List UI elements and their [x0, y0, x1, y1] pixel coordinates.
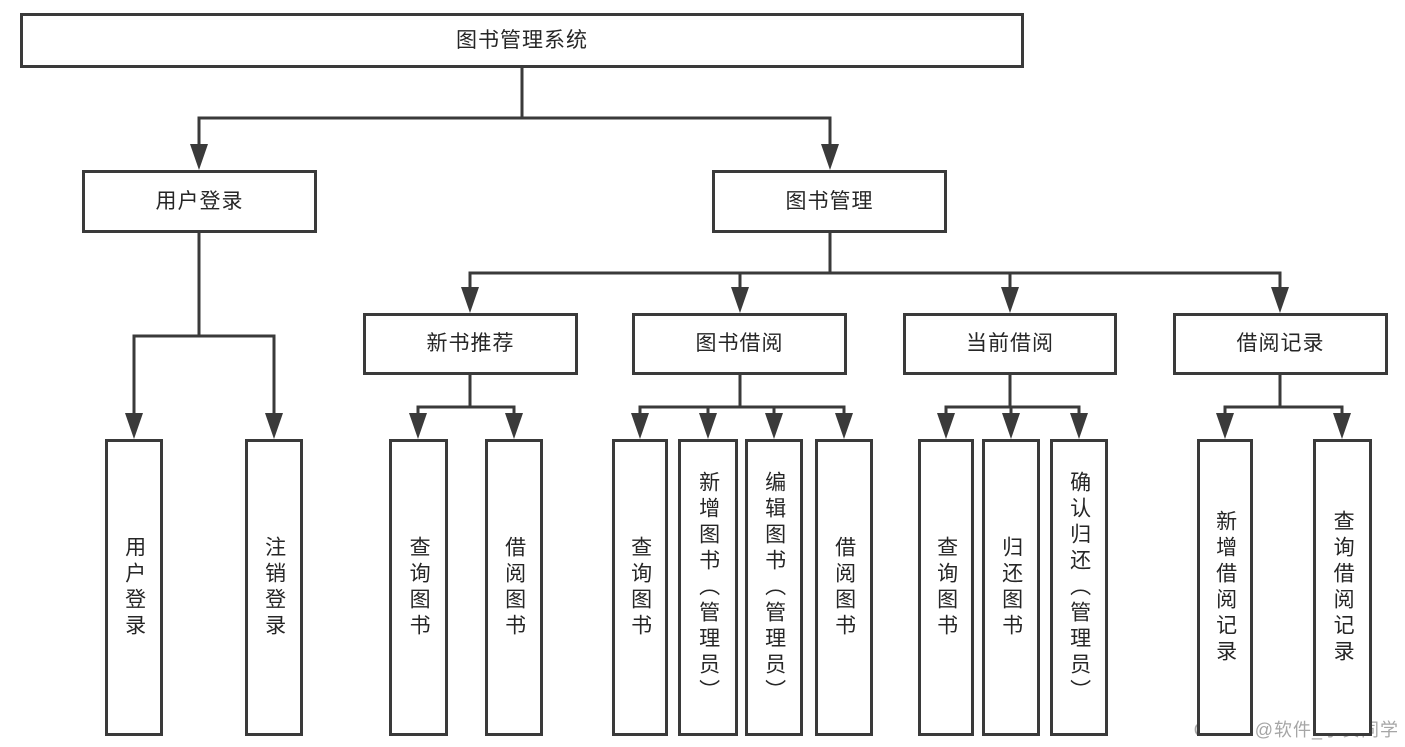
node-leaf-return-books: 归还图书 — [982, 439, 1040, 736]
node-label: 图书管理系统 — [456, 28, 588, 52]
arrowhead-icon — [190, 144, 208, 170]
connector-book-borrow — [631, 373, 853, 439]
node-label: 编辑图书（管理员） — [762, 470, 786, 705]
arrowhead-icon — [821, 144, 839, 170]
connector-borrow-records — [1216, 373, 1351, 439]
arrowhead-icon — [937, 413, 955, 439]
node-leaf-query-books-3: 查询图书 — [918, 439, 974, 736]
arrowhead-icon — [1216, 413, 1234, 439]
node-root: 图书管理系统 — [20, 13, 1024, 68]
arrowhead-icon — [125, 413, 143, 439]
arrowhead-icon — [1333, 413, 1351, 439]
node-label: 注销登录 — [262, 535, 286, 640]
node-label: 借阅图书 — [832, 535, 856, 640]
node-label: 当前借阅 — [966, 332, 1054, 356]
node-borrow-records: 借阅记录 — [1173, 313, 1388, 375]
arrowhead-icon — [1002, 413, 1020, 439]
node-label: 查询图书 — [628, 535, 652, 640]
arrowhead-icon — [835, 413, 853, 439]
node-user-login: 用户登录 — [82, 170, 317, 233]
arrowhead-icon — [731, 287, 749, 313]
node-leaf-user-login: 用户登录 — [105, 439, 163, 736]
node-label: 确认归还（管理员） — [1067, 470, 1091, 705]
node-leaf-confirm-return: 确认归还（管理员） — [1050, 439, 1108, 736]
node-book-borrow: 图书借阅 — [632, 313, 847, 375]
node-label: 归还图书 — [999, 535, 1023, 640]
node-label: 用户登录 — [155, 189, 244, 213]
node-label: 新书推荐 — [426, 332, 515, 356]
node-label: 新增图书（管理员） — [696, 470, 720, 705]
node-label: 查询图书 — [934, 535, 958, 640]
node-label: 查询图书 — [407, 535, 431, 640]
arrowhead-icon — [461, 287, 479, 313]
node-label: 用户登录 — [122, 535, 146, 640]
node-leaf-edit-books: 编辑图书（管理员） — [745, 439, 803, 736]
node-leaf-query-borrow-record: 查询借阅记录 — [1313, 439, 1372, 736]
connector-root — [190, 66, 839, 170]
connector-new-book-recommend — [409, 373, 523, 439]
node-leaf-add-books: 新增图书（管理员） — [678, 439, 738, 736]
node-label: 借阅记录 — [1236, 332, 1325, 356]
node-leaf-query-books-2: 查询图书 — [612, 439, 668, 736]
node-new-book-recommend: 新书推荐 — [363, 313, 578, 375]
arrowhead-icon — [1070, 413, 1088, 439]
node-leaf-query-books-1: 查询图书 — [389, 439, 448, 736]
node-leaf-add-borrow-record: 新增借阅记录 — [1197, 439, 1253, 736]
connector-user-login — [125, 231, 283, 439]
arrowhead-icon — [505, 413, 523, 439]
arrowhead-icon — [1271, 287, 1289, 313]
node-leaf-borrow-books-2: 借阅图书 — [815, 439, 873, 736]
node-book-management: 图书管理 — [712, 170, 947, 233]
arrowhead-icon — [1001, 287, 1019, 313]
arrowhead-icon — [409, 413, 427, 439]
node-label: 图书管理 — [785, 189, 874, 213]
node-leaf-logout: 注销登录 — [245, 439, 303, 736]
arrowhead-icon — [699, 413, 717, 439]
node-label: 查询借阅记录 — [1331, 509, 1355, 666]
node-label: 借阅图书 — [502, 535, 526, 640]
connector-book-management — [461, 231, 1289, 313]
arrowhead-icon — [765, 413, 783, 439]
node-leaf-borrow-books-1: 借阅图书 — [485, 439, 543, 736]
node-label: 图书借阅 — [695, 332, 784, 356]
node-current-borrow: 当前借阅 — [903, 313, 1117, 375]
arrowhead-icon — [265, 413, 283, 439]
connector-current-borrow — [937, 373, 1088, 439]
arrowhead-icon — [631, 413, 649, 439]
node-label: 新增借阅记录 — [1213, 509, 1237, 666]
